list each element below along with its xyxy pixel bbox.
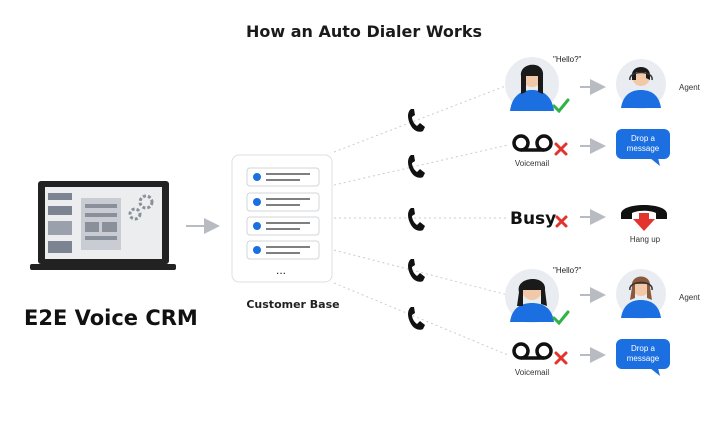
hello-speech: "Hello?" bbox=[553, 266, 582, 275]
customer-base-card: ... bbox=[231, 154, 333, 283]
customer-record bbox=[246, 192, 320, 212]
hang-up-icon bbox=[621, 205, 667, 231]
agent-avatar-icon bbox=[616, 59, 666, 109]
cross-icon bbox=[554, 351, 568, 365]
customer-record bbox=[246, 167, 320, 187]
cross-icon bbox=[554, 142, 568, 156]
drop-message-label: Drop a bbox=[631, 344, 656, 353]
chat-bubble-icon: Drop a message bbox=[616, 129, 670, 166]
chat-bubble-icon: Drop a message bbox=[616, 339, 670, 376]
phone-icon bbox=[408, 208, 425, 231]
drop-message-label: Drop a bbox=[631, 134, 656, 143]
customer-avatar-icon bbox=[505, 269, 559, 323]
laptop-icon bbox=[30, 181, 176, 270]
hang-up-label: Hang up bbox=[630, 235, 661, 244]
voicemail-icon bbox=[512, 134, 553, 152]
agent-label: Agent bbox=[679, 83, 701, 92]
customer-record bbox=[246, 240, 320, 260]
cross-icon bbox=[555, 215, 568, 228]
voicemail-label: Voicemail bbox=[515, 368, 549, 377]
brand-label: E2E Voice CRM bbox=[24, 306, 198, 330]
voicemail-icon bbox=[512, 342, 553, 360]
phone-icon bbox=[408, 307, 425, 330]
more-records: ... bbox=[276, 263, 286, 277]
diagram-title: How an Auto Dialer Works bbox=[246, 22, 482, 41]
customer-base-label: Customer Base bbox=[246, 298, 339, 311]
voicemail-label: Voicemail bbox=[515, 159, 549, 168]
phone-icon bbox=[408, 109, 425, 132]
check-icon bbox=[552, 98, 570, 114]
phone-icon bbox=[408, 155, 425, 178]
check-icon bbox=[552, 310, 570, 326]
drop-message-label: message bbox=[627, 144, 660, 153]
hello-speech: "Hello?" bbox=[553, 55, 582, 64]
customer-record bbox=[246, 216, 320, 236]
busy-label: Busy bbox=[510, 209, 556, 229]
drop-message-label: message bbox=[627, 354, 660, 363]
agent-label: Agent bbox=[679, 293, 701, 302]
dial-connectors bbox=[333, 84, 509, 356]
agent-avatar-icon bbox=[616, 269, 666, 319]
customer-avatar-icon bbox=[505, 57, 559, 111]
gear-icon bbox=[128, 194, 154, 221]
phone-icon bbox=[408, 259, 425, 282]
